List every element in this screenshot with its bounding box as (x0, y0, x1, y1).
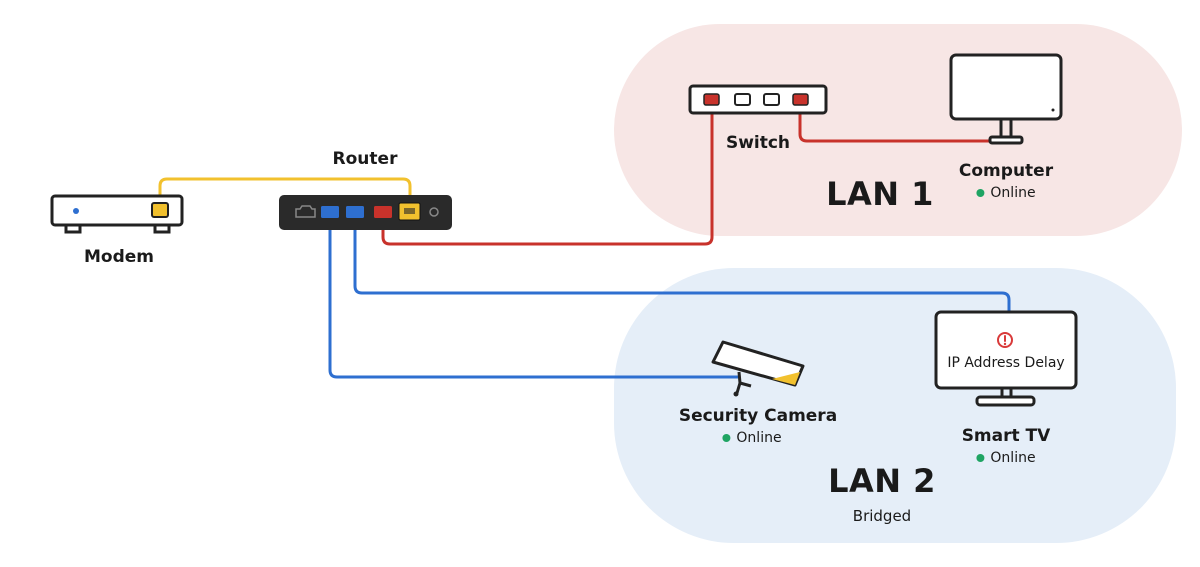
cable-router-tv (353, 218, 1011, 312)
camera-label: Security Camera (678, 406, 838, 426)
tv-screen-message: IP Address Delay (947, 355, 1065, 371)
tv-icon (934, 310, 1078, 407)
online-dot-icon (976, 189, 985, 197)
lan2-subtitle: Bridged (852, 507, 912, 525)
online-dot-icon (976, 454, 985, 462)
warning-icon (997, 332, 1013, 348)
switch-icon (688, 84, 828, 115)
monitor-icon (949, 53, 1063, 145)
camera-status: Online (722, 430, 782, 446)
cable-modem-router (158, 177, 412, 207)
cable-router-camera (328, 218, 738, 379)
modem-label: Modem (83, 247, 155, 267)
cable-router-switch (381, 103, 714, 246)
tv-status-text: Online (990, 450, 1036, 466)
lan1-title: LAN 1 (826, 175, 934, 213)
computer-status-text: Online (990, 185, 1036, 201)
computer-label: Computer (958, 161, 1054, 181)
router-icon (279, 195, 452, 230)
tv-status: Online (976, 450, 1036, 466)
camera-status-text: Online (736, 430, 782, 446)
tv-label: Smart TV (961, 426, 1051, 446)
lan2-title: LAN 2 (828, 462, 936, 500)
switch-label: Switch (725, 133, 791, 153)
modem-icon (50, 194, 184, 234)
cable-switch-computer (798, 103, 1012, 143)
camera-icon (711, 340, 805, 397)
router-label: Router (332, 149, 398, 169)
online-dot-icon (722, 434, 731, 442)
computer-status: Online (976, 185, 1036, 201)
